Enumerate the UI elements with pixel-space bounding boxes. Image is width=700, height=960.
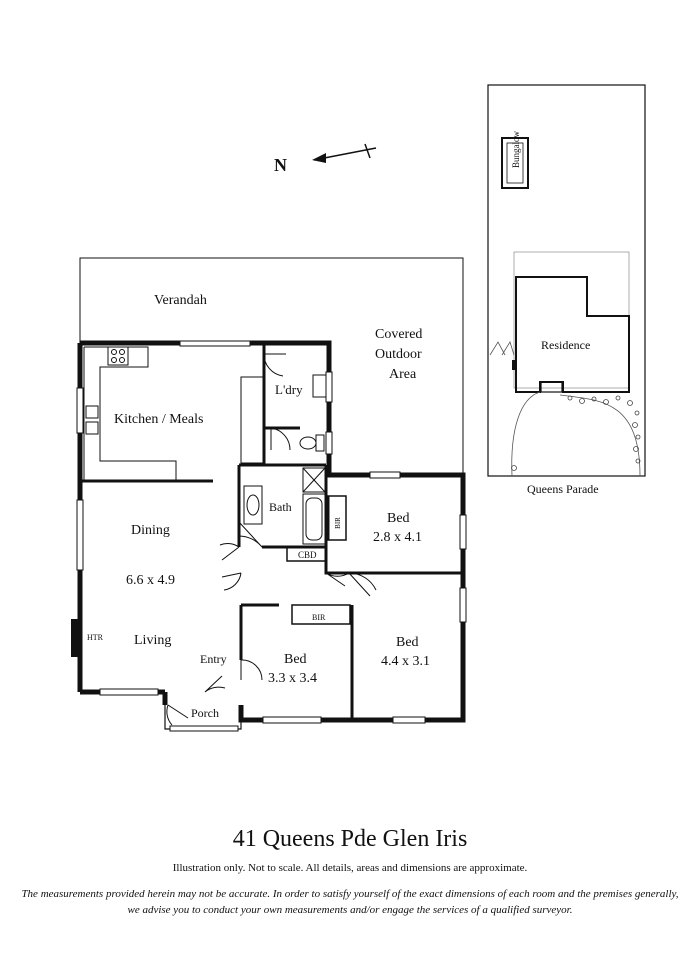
disclaimer-text: Illustration only. Not to scale. All det… — [172, 862, 528, 874]
dining-label: Dining — [131, 523, 170, 538]
kitchen-meals-label: Kitchen / Meals — [114, 412, 203, 427]
cbd-cupboard — [286, 546, 327, 562]
north-arrow-icon — [312, 143, 377, 163]
property-address: 41 Queens Pde Glen Iris — [232, 826, 468, 852]
toilet-icon — [299, 434, 325, 452]
bir-label-bed2: BIR — [312, 613, 326, 622]
bungalow-outline — [501, 137, 529, 189]
bed2-label: Bed — [284, 652, 307, 667]
bed2-size: 3.3 x 3.4 — [268, 671, 317, 686]
covered-outdoor-label-2: Outdoor — [375, 347, 422, 362]
residence-label: Residence — [541, 338, 590, 352]
door-swings — [166, 353, 377, 726]
laundry-trough-icon — [312, 374, 328, 398]
laundry-label: L'dry — [275, 382, 303, 397]
cbd-label: CBD — [298, 550, 317, 560]
site-plan — [487, 84, 646, 477]
bungalow-label: Bungalow — [511, 131, 521, 168]
street-label: Queens Parade — [527, 482, 599, 496]
heater-icon — [71, 619, 81, 657]
heater-label: HTR — [87, 633, 104, 642]
bir-label-bed1: BIR — [334, 517, 342, 529]
kitchen-bench — [83, 346, 177, 481]
verandah-label: Verandah — [154, 293, 207, 308]
residence-outline — [515, 276, 630, 393]
measurement-note: The measurements provided herein may not… — [21, 888, 679, 916]
bir-bed1 — [327, 495, 347, 541]
compass-north-label: N — [274, 155, 287, 175]
living-size: 6.6 x 4.9 — [126, 573, 175, 588]
bath-label: Bath — [269, 500, 292, 514]
bed3-size: 4.4 x 3.1 — [381, 654, 430, 669]
bir-bed2 — [291, 604, 351, 625]
interior-walls — [80, 343, 463, 720]
kitchen-sink-icon — [85, 405, 99, 435]
shower-icon — [302, 467, 326, 493]
covered-outdoor-label-3: Area — [389, 367, 417, 382]
bathtub-icon — [302, 493, 326, 545]
verandah-outline — [79, 257, 464, 473]
covered-outdoor-label-1: Covered — [375, 327, 422, 342]
hall-cupboard — [240, 376, 264, 464]
cooktop-icon — [107, 346, 129, 366]
windows — [76, 340, 467, 732]
bed1-size: 2.8 x 4.1 — [373, 530, 422, 545]
porch-label: Porch — [191, 706, 219, 720]
living-label: Living — [134, 633, 171, 648]
basin-icon — [243, 485, 263, 525]
bed3-label: Bed — [396, 635, 419, 650]
entry-label: Entry — [200, 652, 227, 666]
bed1-label: Bed — [387, 511, 410, 526]
